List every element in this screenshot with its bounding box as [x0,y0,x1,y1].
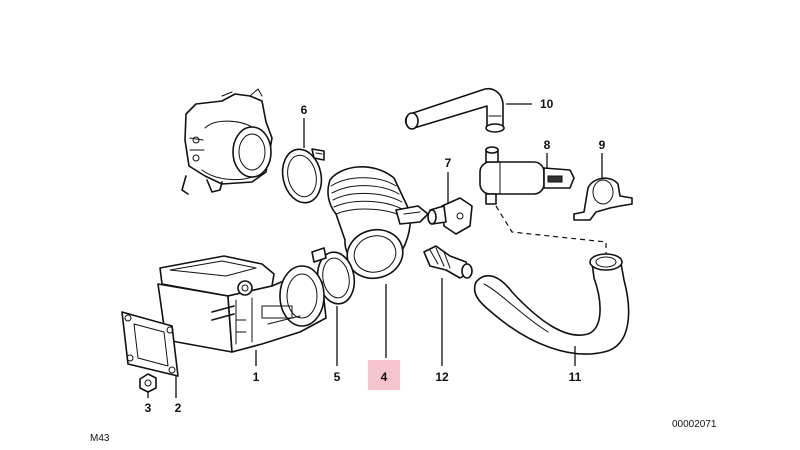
hose-fitting-part [423,245,473,279]
callout-4[interactable]: 4 [381,370,388,384]
nut-part [139,373,157,393]
valve-bracket-part [573,177,633,221]
air-flow-meter-part [157,255,327,353]
diagram-code-right: 00002071 [672,419,717,430]
callout-10[interactable]: 10 [540,97,554,111]
leader-lines [147,103,603,398]
idle-valve-part [479,146,575,205]
air-hose-part [473,253,630,355]
callout-6[interactable]: 6 [301,103,308,117]
callout-2[interactable]: 2 [175,401,182,415]
callout-12[interactable]: 12 [435,370,449,384]
hose-clamp-part [281,148,325,204]
clamp-ring-part [311,247,356,305]
callout-8[interactable]: 8 [544,138,551,152]
callout-11[interactable]: 11 [569,370,582,384]
throttle-housing-part [181,88,273,195]
vent-hose-part [404,88,505,133]
gasket-part [121,311,179,377]
connector-part [427,197,473,235]
highlight-box [368,360,400,390]
callout-1[interactable]: 1 [253,370,260,384]
callout-9[interactable]: 9 [599,138,606,152]
callout-labels: 1 2 3 4 5 6 7 8 9 10 11 12 [145,97,606,415]
diagram-code-left: M43 [90,433,110,444]
intake-boot-part [327,166,429,280]
callout-3[interactable]: 3 [145,401,152,415]
callout-7[interactable]: 7 [445,156,452,170]
callout-5[interactable]: 5 [334,370,341,384]
